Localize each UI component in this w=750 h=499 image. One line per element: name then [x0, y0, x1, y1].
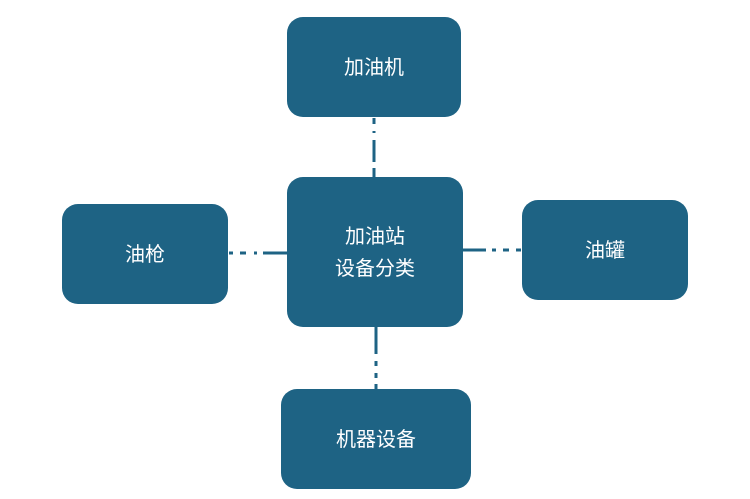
- node-fuel-tank: 油罐: [522, 200, 688, 300]
- node-fuel-nozzle: 油枪: [62, 204, 228, 304]
- node-label: 加油机: [344, 55, 404, 79]
- center-title-line1: 加油站: [345, 224, 405, 248]
- node-label: 油罐: [585, 238, 625, 262]
- node-center-category: 加油站 设备分类: [287, 177, 463, 327]
- node-label: 机器设备: [336, 427, 416, 451]
- node-machinery: 机器设备: [281, 389, 471, 489]
- node-label: 油枪: [125, 242, 165, 266]
- center-title-line2: 设备分类: [335, 256, 415, 280]
- node-fuel-dispenser: 加油机: [287, 17, 461, 117]
